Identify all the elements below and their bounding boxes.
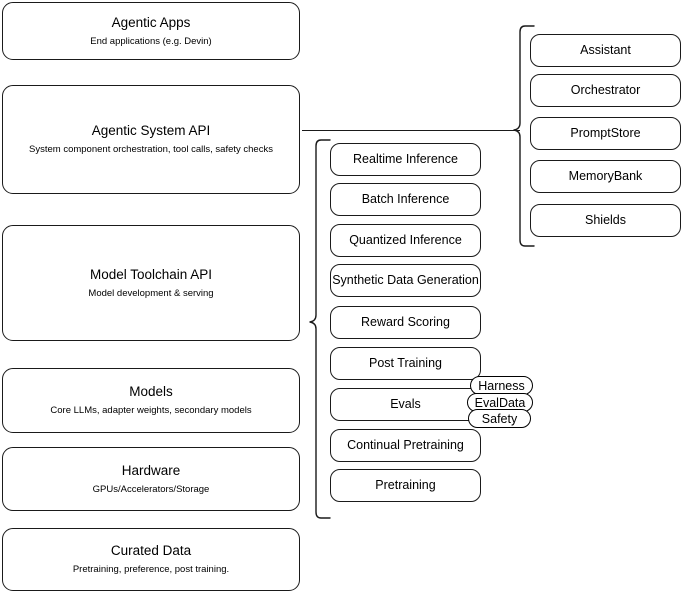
- component-label: Shields: [585, 212, 626, 227]
- component-label: Synthetic Data Generation: [332, 272, 479, 287]
- layer-hardware[interactable]: Hardware GPUs/Accelerators/Storage: [2, 447, 300, 511]
- component-orchestrator[interactable]: Orchestrator: [530, 74, 681, 107]
- component-shields[interactable]: Shields: [530, 204, 681, 237]
- layer-agentic-apps[interactable]: Agentic Apps End applications (e.g. Devi…: [2, 2, 300, 60]
- component-promptstore[interactable]: PromptStore: [530, 117, 681, 150]
- component-label: Reward Scoring: [361, 314, 450, 329]
- connector-system-api-to-components: [302, 130, 520, 132]
- layer-subtitle: Model development & serving: [88, 287, 214, 299]
- component-label: Batch Inference: [361, 191, 450, 206]
- component-quantized-inference[interactable]: Quantized Inference: [330, 224, 481, 257]
- eval-subcomponent-evaldata[interactable]: EvalData: [467, 393, 533, 412]
- layer-title: Model Toolchain API: [89, 266, 213, 282]
- layer-curated-data[interactable]: Curated Data Pretraining, preference, po…: [2, 528, 300, 591]
- eval-subcomponent-label: EvalData: [474, 395, 526, 410]
- layer-models[interactable]: Models Core LLMs, adapter weights, secon…: [2, 368, 300, 433]
- component-label: Evals: [390, 396, 421, 411]
- component-batch-inference[interactable]: Batch Inference: [330, 183, 481, 216]
- component-label: MemoryBank: [568, 168, 643, 183]
- eval-subcomponent-label: Harness: [478, 378, 525, 393]
- layer-subtitle: End applications (e.g. Devin): [90, 35, 212, 47]
- component-label: PromptStore: [570, 125, 641, 140]
- eval-subcomponent-harness[interactable]: Harness: [470, 376, 533, 395]
- component-synthetic-data-generation[interactable]: Synthetic Data Generation: [330, 264, 481, 297]
- layer-title: Agentic System API: [91, 123, 211, 139]
- layer-title: Curated Data: [110, 543, 192, 559]
- component-continual-pretraining[interactable]: Continual Pretraining: [330, 429, 481, 462]
- layer-subtitle: System component orchestration, tool cal…: [29, 144, 273, 155]
- component-label: Continual Pretraining: [347, 437, 464, 452]
- layer-title: Models: [129, 384, 173, 400]
- component-reward-scoring[interactable]: Reward Scoring: [330, 306, 481, 339]
- bracket-toolchain-components: [300, 138, 332, 522]
- component-memorybank[interactable]: MemoryBank: [530, 160, 681, 193]
- layer-model-toolchain-api[interactable]: Model Toolchain API Model development & …: [2, 225, 300, 341]
- component-post-training[interactable]: Post Training: [330, 347, 481, 380]
- layer-subtitle: Core LLMs, adapter weights, secondary mo…: [50, 405, 252, 416]
- layer-subtitle: GPUs/Accelerators/Storage: [92, 483, 210, 495]
- component-label: Post Training: [369, 355, 442, 370]
- eval-subcomponent-safety[interactable]: Safety: [468, 409, 531, 428]
- component-evals[interactable]: Evals: [330, 388, 481, 421]
- component-label: Pretraining: [375, 477, 436, 492]
- component-label: Quantized Inference: [349, 232, 462, 247]
- component-realtime-inference[interactable]: Realtime Inference: [330, 143, 481, 176]
- component-label: Realtime Inference: [353, 151, 458, 166]
- layer-title: Hardware: [121, 462, 181, 478]
- component-label: Assistant: [580, 42, 631, 57]
- layer-title: Agentic Apps: [111, 14, 191, 30]
- component-assistant[interactable]: Assistant: [530, 34, 681, 67]
- layer-agentic-system-api[interactable]: Agentic System API System component orch…: [2, 85, 300, 194]
- component-label: Orchestrator: [570, 82, 641, 97]
- component-pretraining[interactable]: Pretraining: [330, 469, 481, 502]
- layer-subtitle: Pretraining, preference, post training.: [72, 564, 230, 575]
- eval-subcomponent-label: Safety: [481, 411, 518, 426]
